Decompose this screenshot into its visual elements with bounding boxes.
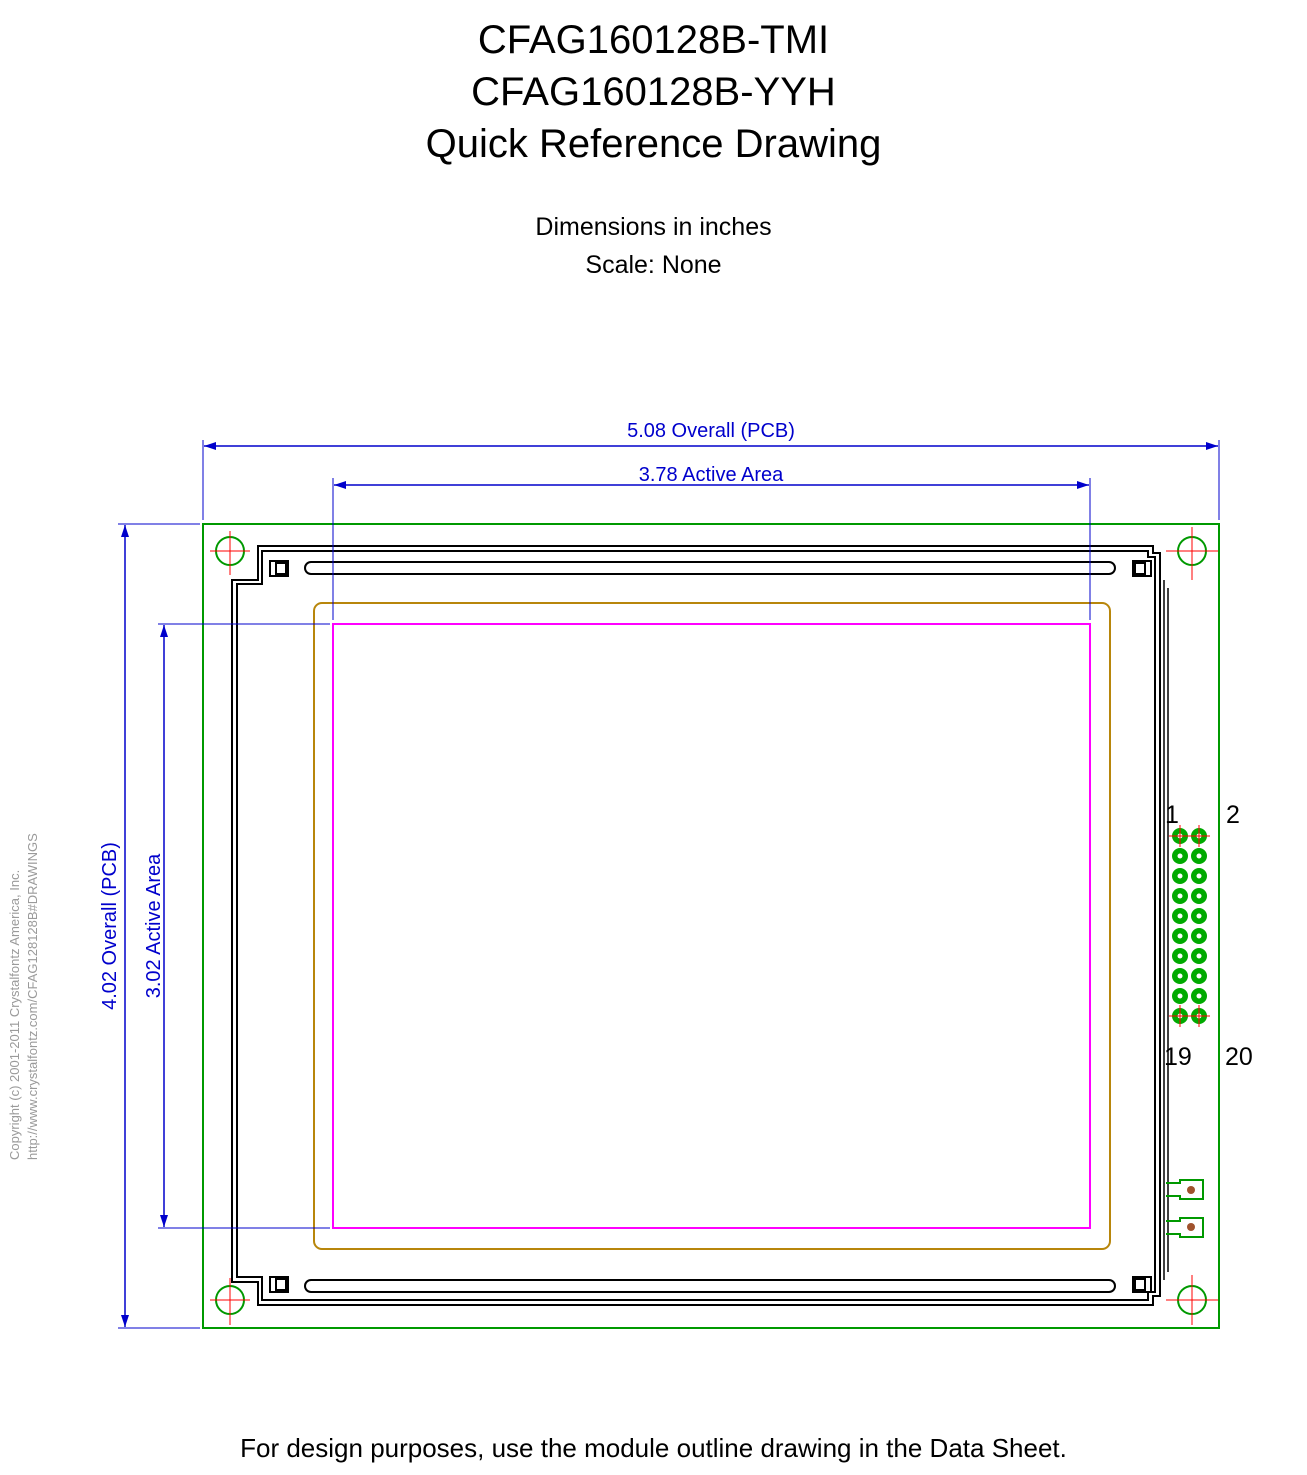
connector-pin-hole bbox=[1177, 873, 1183, 879]
title-part-yyh: CFAG160128B-YYH bbox=[471, 70, 836, 114]
title-block: CFAG160128B-TMI CFAG160128B-YYH Quick Re… bbox=[0, 14, 1307, 170]
connector-pin-hole bbox=[1177, 953, 1183, 959]
mounting-hole-bottom-right bbox=[1166, 1275, 1218, 1325]
dimension-active-width: 3.78 Active Area bbox=[332, 464, 1091, 620]
dimension-overall-width: 5.08 Overall (PCB) bbox=[202, 420, 1220, 520]
overall-height-label: 4.02 Overall (PCB) bbox=[99, 842, 121, 1010]
connector-pin-hole bbox=[1177, 933, 1183, 939]
active-height-label: 3.02 Active Area bbox=[143, 853, 165, 998]
connector-pin-hole bbox=[1196, 893, 1202, 899]
connector-header bbox=[1169, 825, 1210, 1027]
connector-pin-hole bbox=[1177, 853, 1183, 859]
pcb-outline bbox=[202, 523, 1220, 1329]
design-note: For design purposes, use the module outl… bbox=[240, 1433, 1067, 1463]
units-note: Dimensions in inches bbox=[535, 213, 772, 241]
dimension-active-height: 3.02 Active Area bbox=[143, 623, 330, 1229]
connector-pin-hole bbox=[1196, 853, 1202, 859]
backlight-pad-bottom bbox=[1166, 1217, 1204, 1238]
pin-2-label: 2 bbox=[1226, 801, 1240, 829]
mounting-hole-bottom-left bbox=[210, 1278, 250, 1325]
pin-1-label: 1 bbox=[1165, 801, 1179, 829]
connector-pin-hole bbox=[1196, 953, 1202, 959]
pin-20-label: 20 bbox=[1225, 1043, 1253, 1071]
viewing-area bbox=[313, 602, 1111, 1250]
active-width-label: 3.78 Active Area bbox=[639, 464, 784, 486]
connector-pin-hole bbox=[1196, 913, 1202, 919]
metal-frame bbox=[231, 545, 1169, 1306]
scale-note: Scale: None bbox=[585, 251, 722, 279]
pin-19-label: 19 bbox=[1164, 1043, 1192, 1071]
connector-pin-hole bbox=[1196, 993, 1202, 999]
connector-pin-hole bbox=[1177, 913, 1183, 919]
connector-pin-hole bbox=[1196, 933, 1202, 939]
title-drawing-name: Quick Reference Drawing bbox=[425, 122, 882, 166]
mounting-hole-top-right bbox=[1166, 527, 1218, 580]
active-area bbox=[332, 623, 1091, 1229]
connector-pin-hole bbox=[1196, 973, 1202, 979]
connector-pin-hole bbox=[1196, 873, 1202, 879]
connector-pin-hole bbox=[1177, 973, 1183, 979]
backlight-pad-top bbox=[1166, 1179, 1204, 1200]
subtitle-block: Dimensions in inches Scale: None bbox=[0, 208, 1307, 284]
connector-pin-hole bbox=[1177, 893, 1183, 899]
connector-pin-hole bbox=[1177, 993, 1183, 999]
overall-width-label: 5.08 Overall (PCB) bbox=[627, 420, 795, 442]
title-part-tmi: CFAG160128B-TMI bbox=[477, 18, 830, 62]
mounting-hole-top-left bbox=[210, 531, 250, 575]
dimension-overall-height: 4.02 Overall (PCB) bbox=[99, 523, 200, 1329]
